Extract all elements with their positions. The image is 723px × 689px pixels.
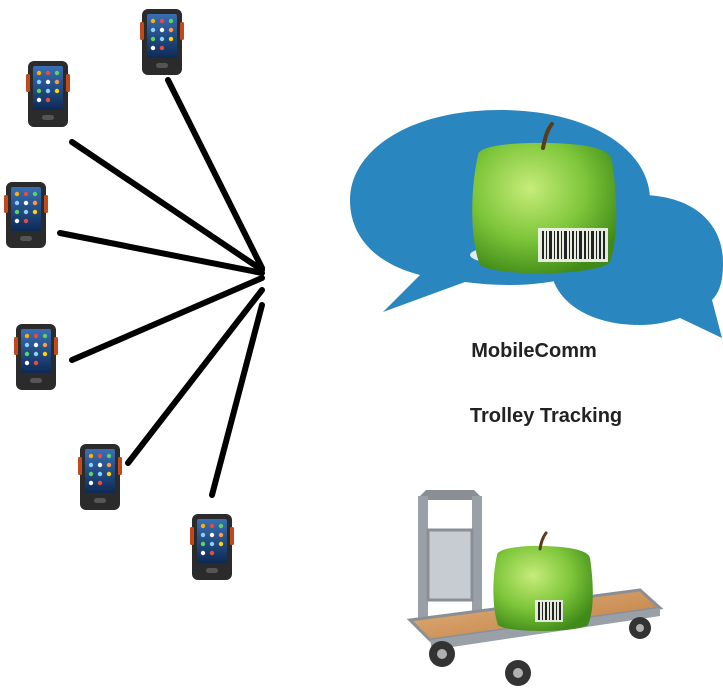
mobile-computer-icon xyxy=(78,444,122,510)
mobile-computer-icon xyxy=(4,182,48,248)
link-device-2 xyxy=(69,139,265,273)
platform-trolley-icon xyxy=(406,490,664,686)
link-device-4 xyxy=(69,275,265,363)
mobile-computer-icon xyxy=(26,61,70,127)
trolley-tracking-label: Trolley Tracking xyxy=(469,405,623,427)
link-device-1 xyxy=(165,77,265,271)
mobile-computer-icon xyxy=(190,514,234,580)
device-group xyxy=(4,9,234,580)
link-device-5 xyxy=(125,287,265,466)
mobilecomm-label: MobileComm xyxy=(471,340,597,362)
barcoded-apple-icon xyxy=(472,122,617,274)
link-device-3 xyxy=(57,230,265,276)
connection-lines xyxy=(57,77,265,498)
mobile-computer-icon xyxy=(14,324,58,390)
mobile-computer-icon xyxy=(140,9,184,75)
link-device-6 xyxy=(209,302,265,498)
